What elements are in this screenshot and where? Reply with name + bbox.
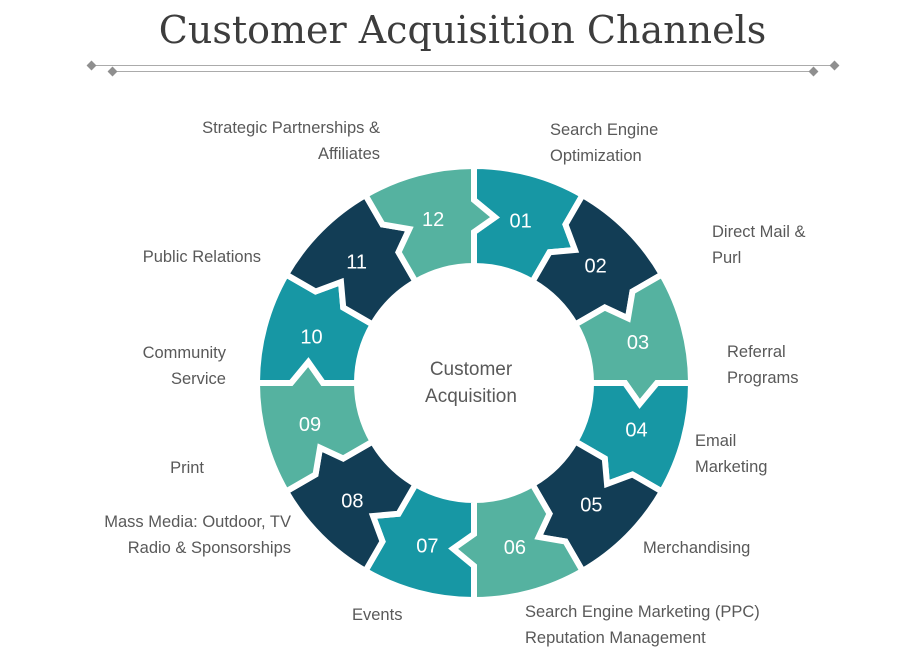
segment-label-05: Merchandising bbox=[643, 539, 751, 557]
segment-shape-12 bbox=[361, 162, 500, 286]
segment-label-01: Search Engine Optimization bbox=[550, 121, 659, 165]
segment-number-08: 08 bbox=[341, 490, 363, 512]
segment-number-02: 02 bbox=[584, 256, 606, 278]
segment-label-12: Strategic Partnerships & Affiliates bbox=[202, 119, 380, 163]
segment-number-09: 09 bbox=[299, 414, 321, 436]
segment-label-02: Direct Mail & Purl bbox=[712, 223, 806, 267]
segment-number-03: 03 bbox=[627, 332, 649, 354]
segment-label-04: Email Marketing bbox=[695, 432, 768, 476]
segment-number-12: 12 bbox=[422, 209, 444, 231]
segment-label-07: Events bbox=[352, 606, 403, 624]
segment-label-06: Search Engine Marketing (PPC) Reputation… bbox=[525, 603, 760, 647]
segment-label-03: Referral Programs bbox=[727, 343, 799, 387]
segment-number-05: 05 bbox=[580, 495, 602, 517]
segment-number-07: 07 bbox=[416, 536, 438, 558]
segment-label-10: Community Service bbox=[142, 344, 226, 388]
segment-label-09: Print bbox=[170, 459, 204, 477]
segment-label-08: Mass Media: Outdoor, TV Radio & Sponsors… bbox=[104, 513, 291, 557]
segment-label-11: Public Relations bbox=[142, 248, 261, 266]
divider-line-1 bbox=[92, 65, 834, 66]
center-label: Customer Acquisition bbox=[425, 359, 517, 407]
segment-number-11: 11 bbox=[346, 251, 367, 273]
segment-number-01: 01 bbox=[509, 211, 531, 233]
segment-number-10: 10 bbox=[300, 326, 322, 348]
divider-line-2 bbox=[113, 71, 813, 72]
segment-number-04: 04 bbox=[625, 420, 647, 442]
page-title: Customer Acquisition Channels bbox=[158, 8, 767, 52]
segment-number-06: 06 bbox=[504, 537, 526, 559]
